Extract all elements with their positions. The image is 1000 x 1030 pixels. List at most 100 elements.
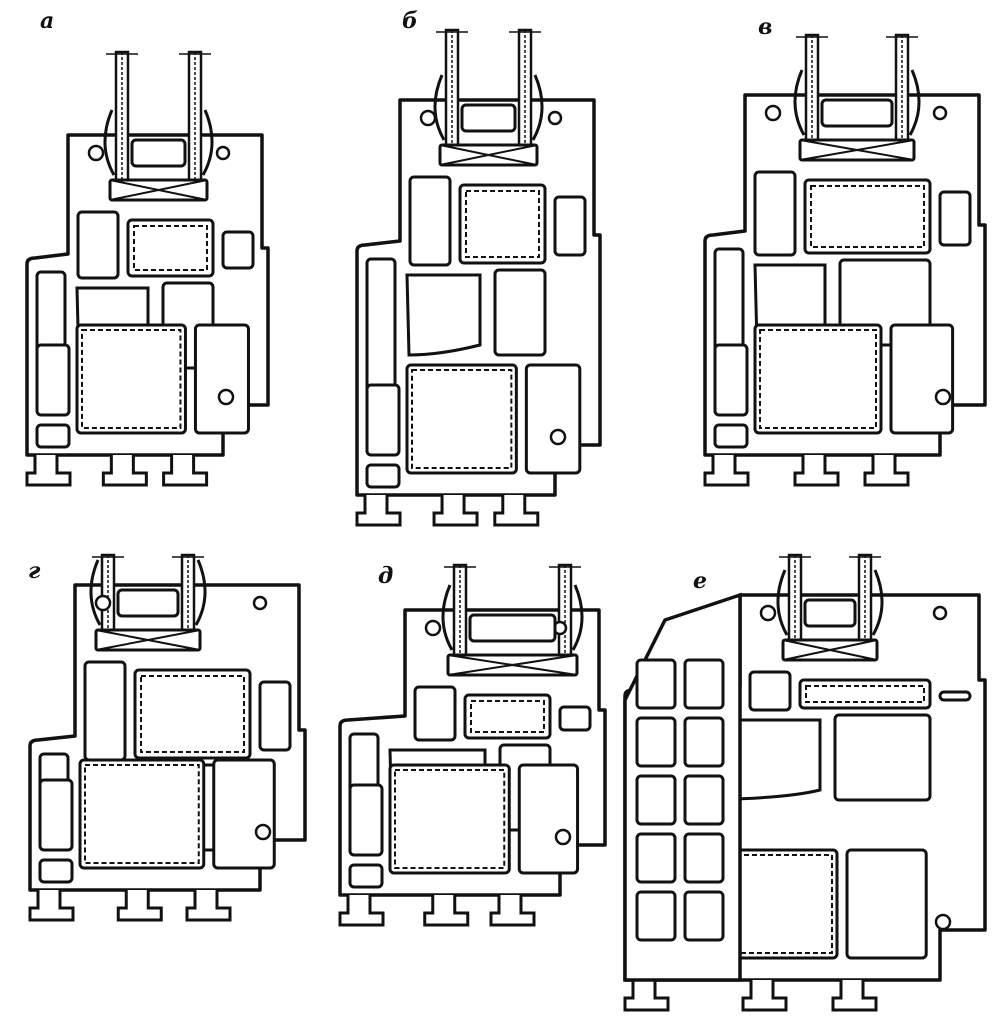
glazing-bead xyxy=(776,569,789,636)
profile-foot xyxy=(185,890,232,922)
profile-foot xyxy=(793,455,840,487)
sash-side-chamber xyxy=(938,190,972,247)
extension-chamber xyxy=(683,832,725,884)
frame-reinforcement-chamber xyxy=(753,323,883,435)
steel-reinforcement xyxy=(759,329,877,429)
sash-side-chamber xyxy=(938,690,972,702)
setting-block-cross xyxy=(447,654,578,676)
frame-chamber xyxy=(193,323,250,435)
glazing-bead xyxy=(433,74,446,141)
frame-gasket xyxy=(254,823,272,841)
sash-side-chamber xyxy=(258,680,292,752)
sash-reinforcement-chamber xyxy=(126,218,215,278)
sash-side-chamber xyxy=(553,195,587,257)
sash-chamber xyxy=(748,670,792,712)
glazing-bead xyxy=(531,74,544,141)
profile-section-2 xyxy=(703,33,987,487)
sash-chamber xyxy=(76,210,120,280)
steel-reinforcement xyxy=(133,225,208,271)
glazing-bead xyxy=(201,109,214,176)
profile-foot xyxy=(489,895,536,927)
frame-chamber xyxy=(38,778,74,852)
frame-gasket xyxy=(217,388,235,406)
steel-reinforcement xyxy=(84,764,200,864)
gasket xyxy=(87,144,105,162)
frame-chamber xyxy=(493,268,547,357)
frame-chamber xyxy=(517,763,580,875)
sash-side-chamber xyxy=(221,230,255,270)
frame-chamber xyxy=(833,713,932,802)
profile-foot xyxy=(623,980,670,1012)
sash-reinforcement-chamber xyxy=(463,693,552,740)
glazing-bead xyxy=(793,69,806,136)
profile-foot xyxy=(162,455,209,487)
glass-spacer xyxy=(130,138,187,168)
extension-chamber xyxy=(635,890,677,942)
frame-gasket xyxy=(549,428,567,446)
frame-chamber xyxy=(38,858,74,884)
profile-section-3 xyxy=(28,553,307,922)
extension-chamber xyxy=(683,658,725,710)
frame-chamber xyxy=(365,463,401,489)
frame-chamber xyxy=(713,423,749,449)
gasket xyxy=(419,109,437,127)
frame-reinforcement-chamber xyxy=(388,763,511,875)
steel-reinforcement xyxy=(140,675,245,753)
profile-foot xyxy=(28,890,75,922)
frame-chamber xyxy=(365,383,401,457)
setting-block-cross xyxy=(799,139,915,161)
extension-chamber xyxy=(635,658,677,710)
sash-chamber xyxy=(83,660,127,762)
panel-label-g: г xyxy=(28,558,41,584)
panel-label-a: а xyxy=(40,8,55,34)
frame-chamber xyxy=(889,323,955,435)
profile-foot xyxy=(116,890,163,922)
setting-block-cross xyxy=(782,639,878,661)
glazing-bead xyxy=(871,569,884,636)
frame-gasket xyxy=(934,913,952,931)
glass-spacer xyxy=(468,613,557,643)
extension-chamber xyxy=(683,890,725,942)
steel-reinforcement xyxy=(810,185,925,248)
frame-reinforcement-chamber xyxy=(78,758,206,870)
frame-gasket xyxy=(934,388,952,406)
extension-chamber xyxy=(683,774,725,826)
profile-foot xyxy=(831,980,878,1012)
steel-reinforcement xyxy=(411,369,513,469)
panel-label-v: в xyxy=(758,14,773,40)
frame-chamber xyxy=(348,863,384,889)
profile-foot xyxy=(493,495,540,527)
sash-reinforcement-chamber xyxy=(458,183,547,265)
profile-foot xyxy=(741,980,788,1012)
profile-section-5 xyxy=(623,553,987,1012)
extension-chamber xyxy=(635,716,677,768)
profile-foot xyxy=(432,495,479,527)
gasket xyxy=(759,604,777,622)
profile-section-0 xyxy=(25,50,270,487)
glazing-bead xyxy=(908,69,921,136)
profile-foot xyxy=(25,455,72,487)
glazing-bead xyxy=(89,559,102,626)
gasket xyxy=(215,145,231,161)
gasket xyxy=(764,104,782,122)
profile-foot xyxy=(355,495,402,527)
steel-reinforcement xyxy=(805,685,925,703)
glass-spacer xyxy=(820,98,894,128)
profile-section-1 xyxy=(355,28,602,527)
gasket xyxy=(252,595,268,611)
frame-chamber xyxy=(212,758,276,870)
sash-chamber xyxy=(413,685,457,742)
glazing-bead xyxy=(571,584,584,651)
glass-spacer xyxy=(116,588,180,618)
frame-chamber xyxy=(405,273,482,357)
steel-reinforcement xyxy=(465,190,540,258)
sash-reinforcement-chamber xyxy=(803,178,932,255)
profile-foot xyxy=(101,455,148,487)
frame-chamber xyxy=(348,783,384,857)
sash-chamber xyxy=(408,175,452,267)
frame-gasket xyxy=(554,828,572,846)
gasket xyxy=(94,594,112,612)
setting-block-cross xyxy=(109,179,208,201)
frame-chamber xyxy=(713,343,749,417)
